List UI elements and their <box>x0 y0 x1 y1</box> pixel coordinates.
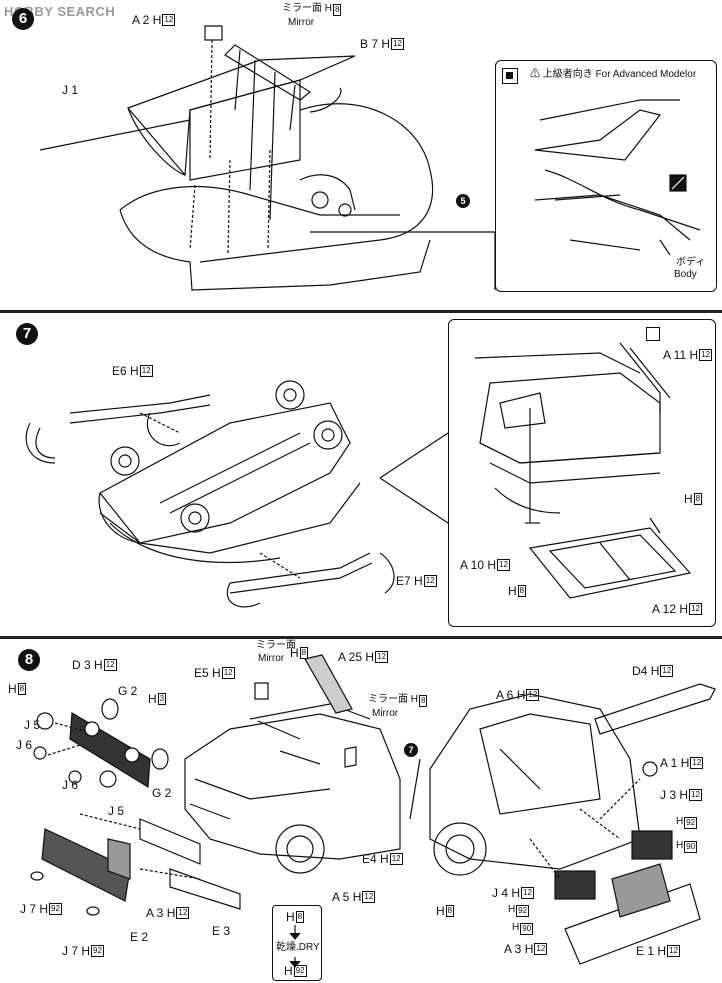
label-j5-bottom: J 5 <box>108 804 125 818</box>
ref-step-5: 5 <box>456 194 470 208</box>
label-j5-top: J 5 <box>24 718 41 732</box>
step-6-panel: 6 <box>0 0 722 300</box>
step-7-drawing <box>25 342 692 608</box>
step-8-panel: 8 <box>0 636 722 983</box>
step-6-drawing <box>39 25 701 291</box>
step-number: 7 <box>16 323 38 345</box>
label-j1: J 1 <box>62 83 79 97</box>
label-e3: E 3 <box>212 924 231 938</box>
ref-step-7: 7 <box>404 743 418 757</box>
label-mirror-jp-1: ミラー面 <box>256 640 296 651</box>
label-mirror-en-1: Mirror <box>258 653 285 664</box>
step-number: 6 <box>12 8 34 30</box>
step-number: 8 <box>18 649 40 671</box>
hatch-detail-box <box>448 319 716 627</box>
label-mirror-en-2: Mirror <box>372 708 399 719</box>
cut-icon <box>646 327 660 341</box>
label-g2-bottom: G 2 <box>152 786 172 800</box>
label-body-jp: ボディ <box>676 257 706 268</box>
label-advanced: ⚠ 上級者向き For Advanced Modelor <box>530 69 697 80</box>
label-e2: E 2 <box>130 930 149 944</box>
step-7-panel: 7 <box>0 310 722 633</box>
advanced-icon <box>502 68 518 84</box>
dry-text: 乾燥.DRY <box>276 942 320 953</box>
label-body-en: Body <box>674 269 697 280</box>
label-j6-top: J 6 <box>16 738 33 752</box>
label-mirror-en: Mirror <box>288 17 315 28</box>
label-j6-bottom: J 6 <box>62 778 79 792</box>
advanced-detail-box <box>495 60 717 292</box>
label-g2-top: G 2 <box>118 684 138 698</box>
step-8-drawing <box>30 654 716 968</box>
